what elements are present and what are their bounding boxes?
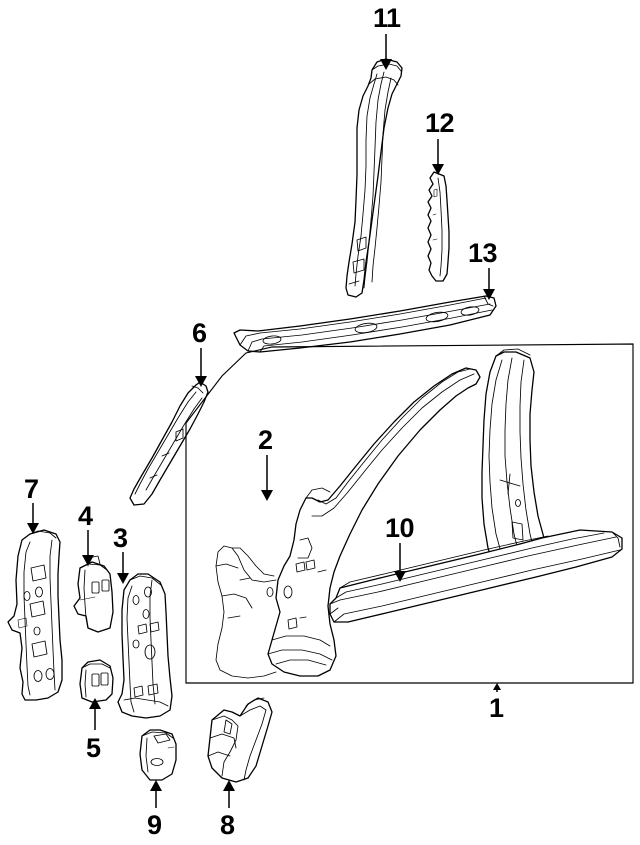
callout-label-12[interactable]: 12 [425, 108, 455, 138]
callout-label-11[interactable]: 11 [373, 3, 401, 33]
callout-label-5[interactable]: 5 [86, 733, 101, 763]
part-11-center-pillar-outer-reinforcement[interactable] [345, 58, 403, 298]
callout-label-6[interactable]: 6 [192, 318, 207, 348]
callout-label-2[interactable]: 2 [258, 425, 273, 455]
part-9-center-pillar-lower-bracket[interactable] [139, 729, 177, 781]
part-5-rocker-panel-bracket[interactable] [79, 659, 114, 703]
assembly-bounding-box[interactable] [185, 343, 634, 684]
callout-label-1[interactable]: 1 [489, 693, 504, 723]
callout-label-7[interactable]: 7 [24, 474, 39, 504]
part-7-center-pillar-inner-panel[interactable] [7, 529, 63, 701]
callout-label-4[interactable]: 4 [78, 501, 93, 531]
part-10-rocker-outer-panel[interactable] [329, 348, 623, 623]
part-13-roof-side-rail-inner[interactable] [233, 295, 497, 353]
callout-label-8[interactable]: 8 [220, 810, 235, 840]
callout-leaders [27, 34, 501, 808]
part-3-center-pillar-reinforcement-lower[interactable] [117, 573, 173, 719]
callout-label-3[interactable]: 3 [113, 523, 128, 553]
callout-label-10[interactable]: 10 [385, 513, 415, 543]
part-12-center-pillar-stiffener[interactable] [427, 171, 450, 282]
part-2-front-pillar-inner-panel[interactable] [215, 367, 481, 679]
callout-label-13[interactable]: 13 [468, 238, 498, 268]
part-8-rocker-rear-gusset[interactable] [207, 697, 273, 783]
part-4-center-pillar-bracket-upper[interactable] [73, 555, 114, 633]
callout-label-9[interactable]: 9 [147, 810, 162, 840]
part-6-front-pillar-upper-reinforcement[interactable] [129, 381, 209, 506]
